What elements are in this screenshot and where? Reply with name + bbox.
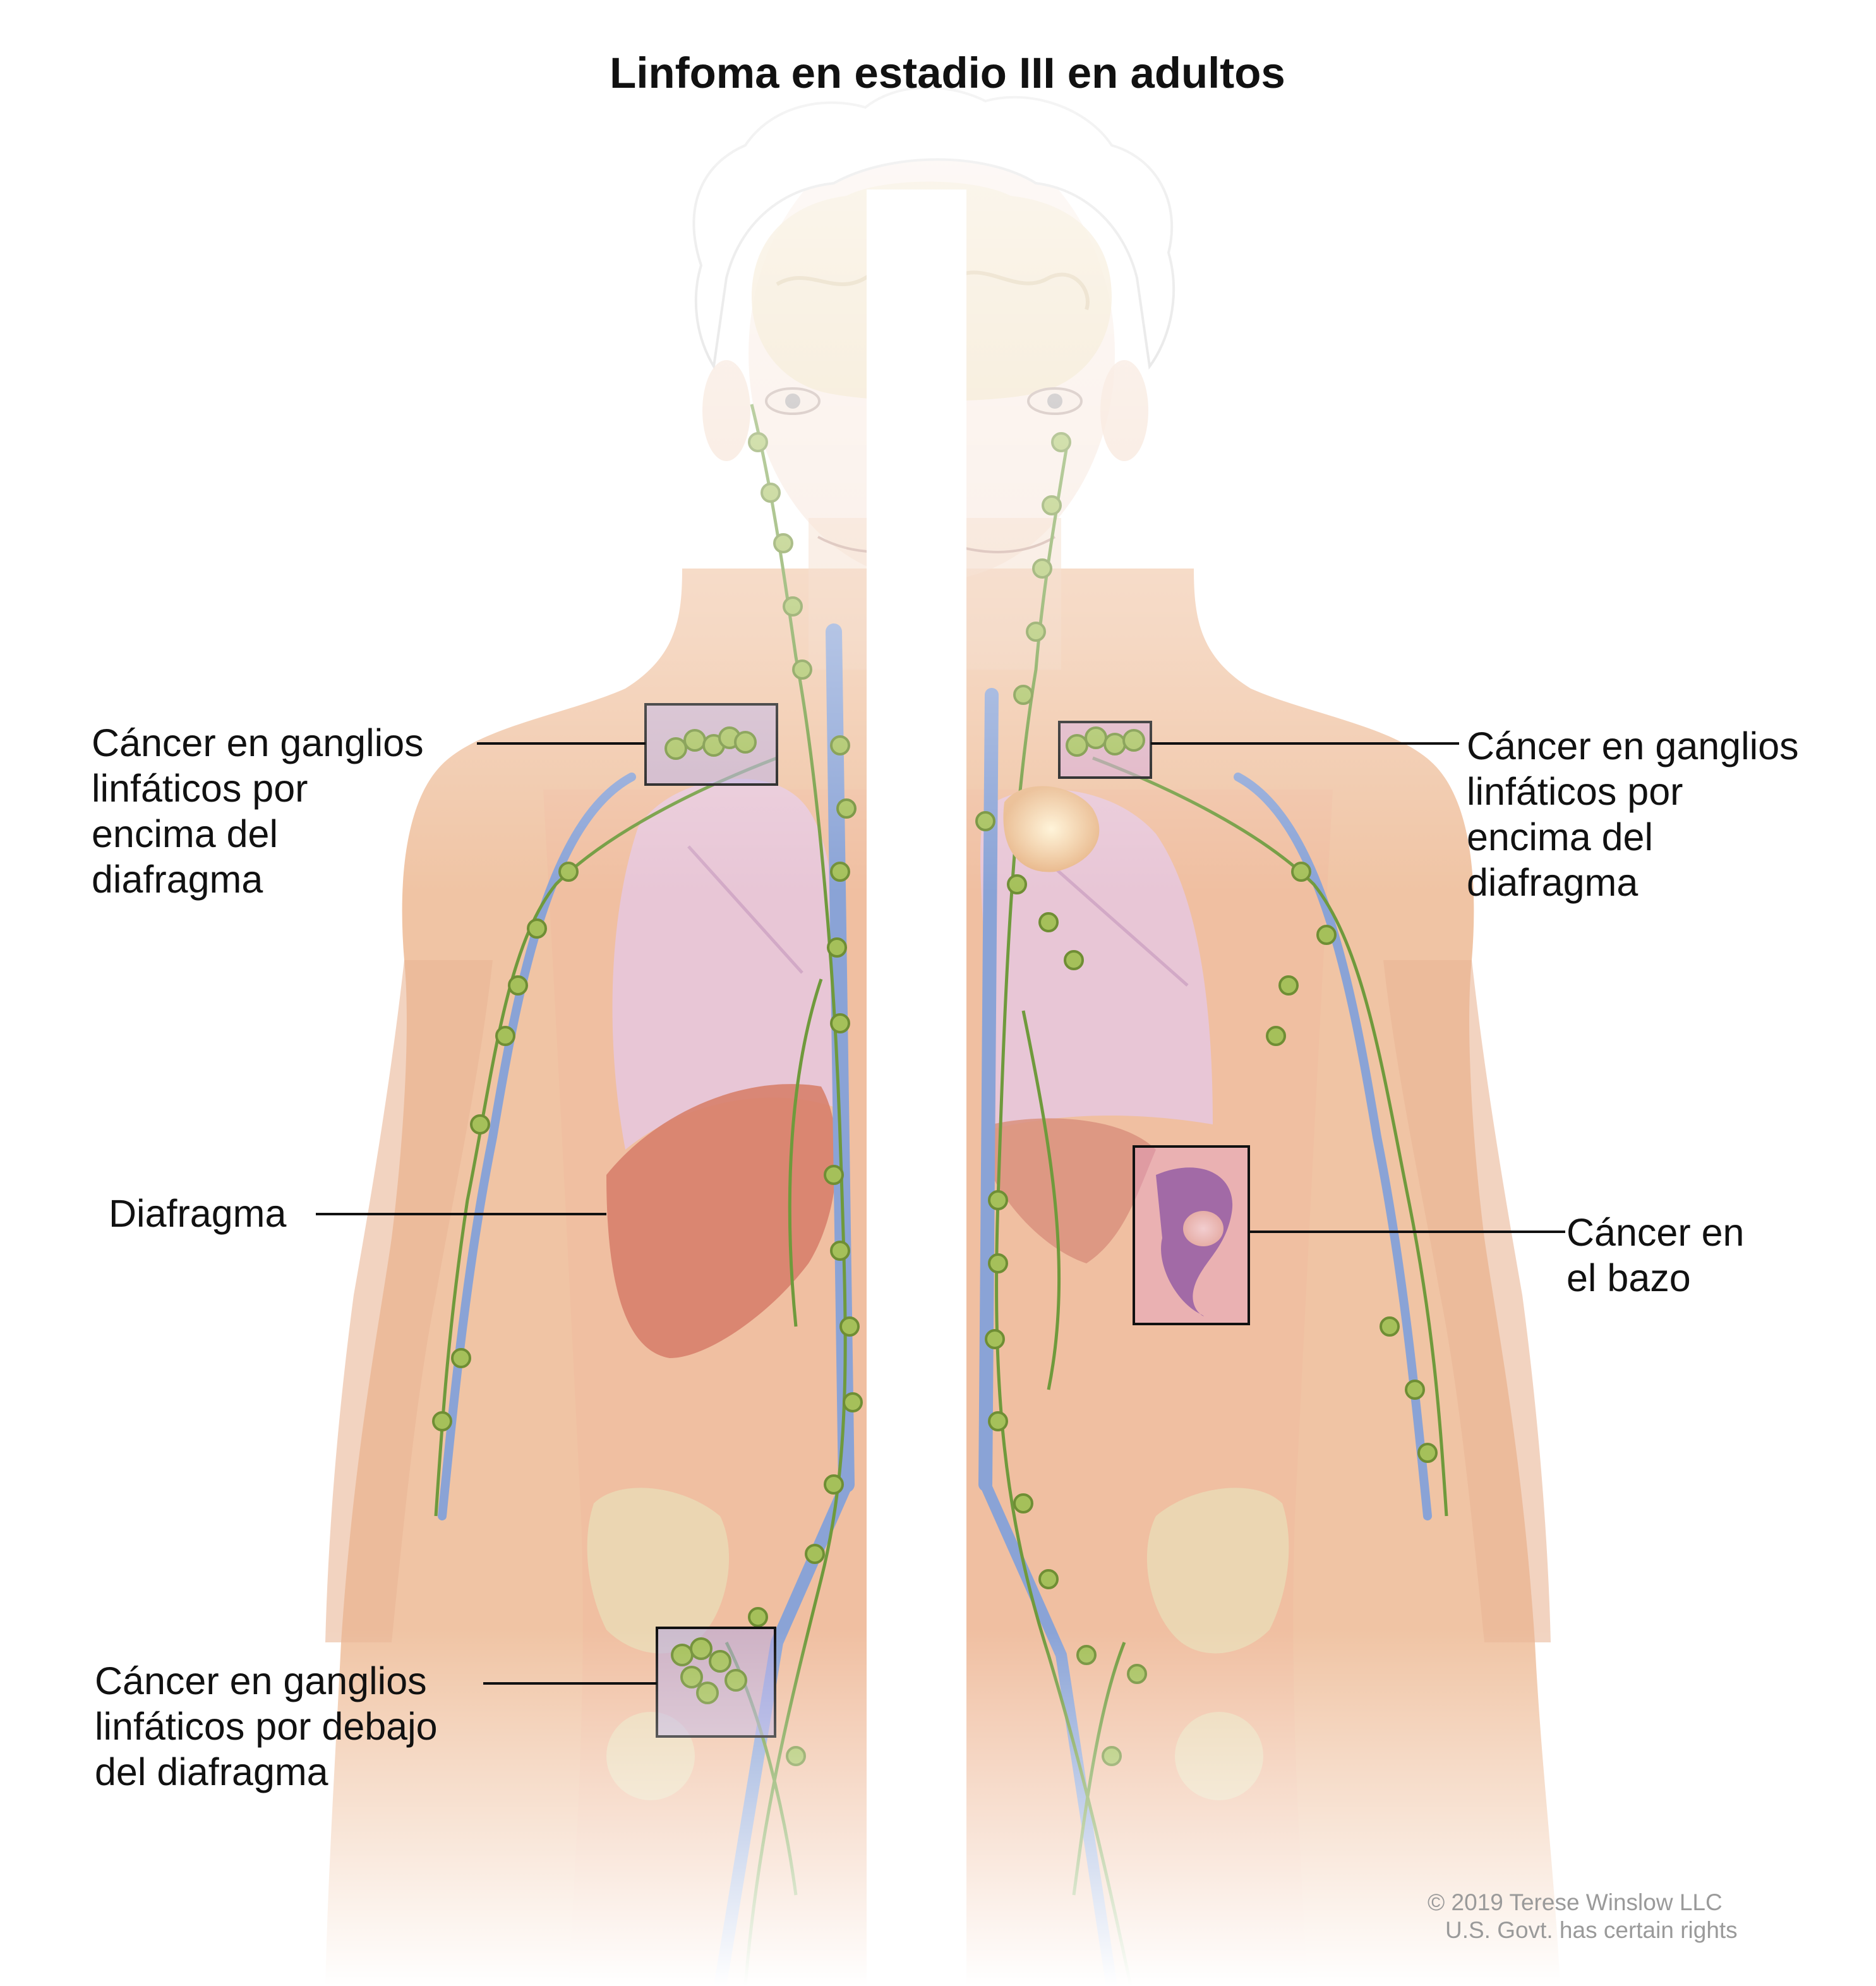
label-spleen: Cáncer en el bazo	[1566, 1210, 1744, 1301]
label-line: encima del	[1467, 815, 1653, 858]
label-line: linfáticos por	[92, 767, 308, 810]
label-line: diafragma	[1467, 861, 1638, 904]
label-line: encima del	[92, 812, 278, 855]
leader-lines	[316, 742, 1565, 1685]
label-line: linfáticos por	[1467, 770, 1683, 813]
label-line: el bazo	[1566, 1256, 1691, 1299]
label-line: Cáncer en	[1566, 1211, 1745, 1254]
label-line: Cáncer en ganglios	[1467, 725, 1799, 767]
label-line: Cáncer en ganglios	[95, 1659, 427, 1702]
page-title: Linfoma en estadio III en adultos	[610, 49, 1285, 97]
label-line: diafragma	[92, 858, 263, 901]
label-left-lower: Cáncer en ganglios linfáticos por debajo…	[95, 1658, 438, 1795]
label-line: Cáncer en ganglios	[92, 721, 424, 764]
copyright-line: U.S. Govt. has certain rights	[1445, 1917, 1738, 1943]
label-diaphragm: Diafragma	[109, 1192, 287, 1235]
copyright-line: © 2019 Terese Winslow LLC	[1428, 1889, 1723, 1915]
label-left-upper: Cáncer en ganglios linfáticos por encima…	[92, 720, 424, 902]
label-line: linfáticos por debajo	[95, 1705, 438, 1748]
center-split	[867, 190, 966, 1986]
label-line: del diafragma	[95, 1750, 328, 1793]
copyright-notice: © 2019 Terese Winslow LLC U.S. Govt. has…	[1428, 1889, 1738, 1944]
label-right-upper: Cáncer en ganglios linfáticos por encima…	[1467, 723, 1799, 905]
